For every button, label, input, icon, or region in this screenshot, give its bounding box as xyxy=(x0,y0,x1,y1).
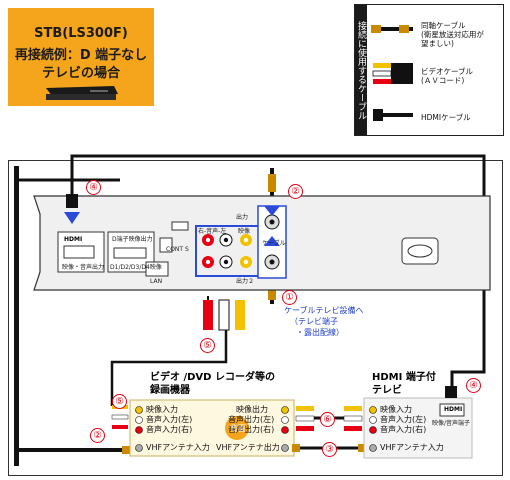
video-label: 映像 xyxy=(238,228,251,235)
recorder-in-audio-l: 音声入力(左) xyxy=(146,415,193,424)
cable-legend: 接続に使用するケーブル 同軸ケーブル (衛星放送対応用が 望ましい) ビデオケー… xyxy=(354,4,504,136)
recorder-vhf-in: VHFアンテナ入力 xyxy=(146,443,210,452)
step-5-left: ⑤ xyxy=(112,394,127,409)
d-port-sub: D1/D2/D3/D4映像 xyxy=(110,264,162,271)
recorder-in-audio-r: 音声入力(右) xyxy=(146,425,193,434)
step-5-center: ⑤ xyxy=(200,338,215,353)
legend-video: ビデオケーブル (ＡＶコード) xyxy=(421,67,474,85)
out2-label: 出力２ xyxy=(236,278,255,285)
tv-in-video: 映像入力 xyxy=(380,405,412,414)
title-line1: STB(LS300F) xyxy=(34,26,128,41)
step-2-top: ② xyxy=(288,184,303,199)
recorder-vhf-out: VHFアンテナ出力 xyxy=(216,443,280,452)
tv-title-1: HDMI 端子付 xyxy=(372,372,436,383)
lan-label: LAN xyxy=(150,278,163,285)
recorder-out-audio-l: 音声出力(左) xyxy=(228,415,275,424)
lr-label: 右-音声-左 xyxy=(198,228,227,235)
step-4-left: ④ xyxy=(86,180,101,195)
recorder-out-video: 映像出力 xyxy=(236,405,268,414)
cable-note-1: ケーブルテレビ設備へ xyxy=(284,306,364,315)
legend-icons xyxy=(371,25,413,121)
tv-in-audio-r: 音声入力(右) xyxy=(380,425,427,434)
title-box: STB(LS300F) 再接続例：D 端子なし テレビの場合 xyxy=(8,8,154,106)
step-2-left: ② xyxy=(90,428,105,443)
step-6: ⑥ xyxy=(320,412,335,427)
legend-hdmi: HDMIケーブル xyxy=(421,113,471,122)
cable-note-3: ・露出配線） xyxy=(296,328,344,337)
hdmi-port-sub: 映像・音声出力 xyxy=(62,264,105,271)
title-line2: 再接続例：D 端子なし xyxy=(14,48,148,63)
hdmi-port-label: HDMI xyxy=(64,236,83,243)
recorder-back: 背面 xyxy=(230,424,246,433)
recorder-out-audio-r: 音声出力(右) xyxy=(228,425,275,434)
legend-coax: 同軸ケーブル (衛星放送対応用が 望ましい) xyxy=(421,21,484,48)
tv-vhf-in: VHFアンテナ入力 xyxy=(380,443,444,452)
d-port-label: D端子映像出力 xyxy=(112,236,153,243)
tv-title-2: テレビ xyxy=(372,385,402,396)
out-label: 出力 xyxy=(236,214,249,221)
legend-header: 接続に使用するケーブル xyxy=(355,5,367,135)
cable-label: ケーブル xyxy=(262,240,286,247)
cable-note-2: （テレビ端子 xyxy=(290,317,338,326)
tv-hdmi-label: HDMI xyxy=(444,406,463,413)
title-line3: テレビの場合 xyxy=(41,66,120,81)
step-3: ③ xyxy=(322,442,337,457)
recorder-title-2: 録画機器 xyxy=(150,385,190,396)
step-1: ① xyxy=(282,290,297,305)
stb-small-image xyxy=(46,86,118,100)
remote-label: CONT S xyxy=(166,246,189,253)
step-4-right: ④ xyxy=(466,378,481,393)
diagram-frame xyxy=(8,160,503,476)
tv-hdmi-sub: 映像/音声端子 xyxy=(432,420,471,427)
tv-in-audio-l: 音声入力(左) xyxy=(380,415,427,424)
recorder-title-1: ビデオ /DVD レコーダ等の xyxy=(150,372,275,383)
recorder-in-video: 映像入力 xyxy=(146,405,178,414)
